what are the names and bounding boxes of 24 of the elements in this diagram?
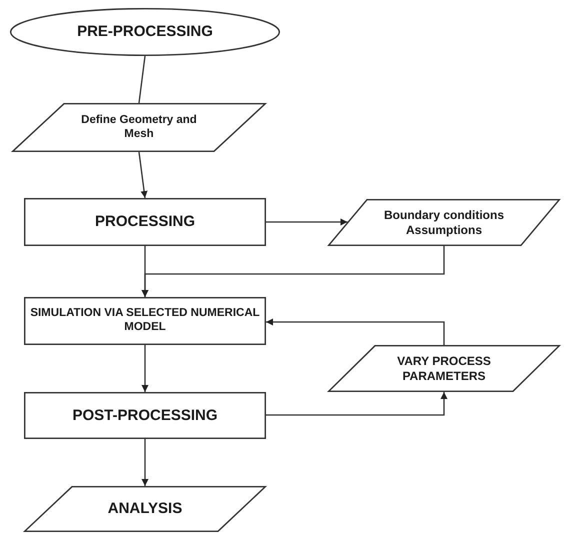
arrow bbox=[266, 218, 348, 226]
process-box bbox=[24, 198, 266, 246]
process-box bbox=[24, 392, 266, 439]
node-label: VARY PROCESS PARAMETERS bbox=[396, 354, 492, 383]
arrow bbox=[138, 152, 148, 198]
arrow bbox=[266, 392, 448, 416]
node-label: ANALYSIS bbox=[108, 500, 182, 518]
input-parallelogram bbox=[328, 199, 560, 246]
node-label: Boundary conditions Assumptions bbox=[383, 208, 505, 237]
arrow bbox=[266, 318, 445, 345]
connector-line bbox=[138, 56, 146, 104]
arrow bbox=[142, 439, 148, 486]
node-label: Define Geometry and Mesh bbox=[80, 114, 198, 142]
process-box bbox=[24, 297, 266, 345]
output-parallelogram bbox=[24, 486, 266, 532]
input-parallelogram bbox=[12, 103, 266, 152]
arrow bbox=[142, 345, 148, 392]
node-label: PRE-PROCESSING bbox=[77, 23, 213, 41]
start-ellipse bbox=[10, 8, 280, 56]
arrow bbox=[142, 246, 445, 297]
node-label: SIMULATION VIA SELECTED NUMERICAL MODEL bbox=[29, 307, 261, 335]
node-label: PROCESSING bbox=[94, 213, 196, 231]
node-label: POST-PROCESSING bbox=[72, 406, 218, 424]
input-parallelogram bbox=[328, 345, 560, 392]
